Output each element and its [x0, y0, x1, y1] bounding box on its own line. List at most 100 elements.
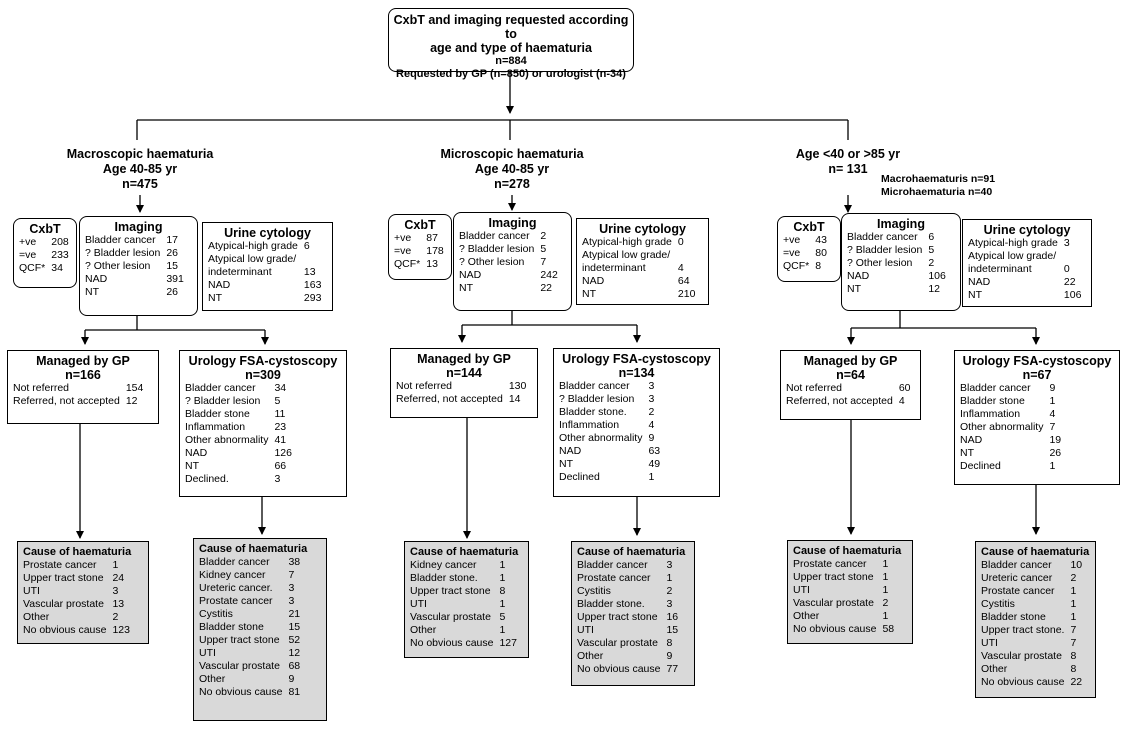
row-label: =ve: [19, 249, 37, 261]
row-value: 7: [1070, 637, 1077, 649]
macro-header-line1: Macroscopic haematuria: [66, 147, 214, 161]
row-label: NT: [960, 447, 974, 459]
row-label: Bladder cancer: [199, 556, 270, 568]
row-value: 26: [166, 247, 178, 259]
row-label: QCF*: [19, 262, 46, 274]
micro-header-line3: n=278: [494, 177, 530, 191]
row-value: 5: [499, 611, 506, 623]
row-value: 126: [274, 447, 292, 459]
row-value: 16: [666, 611, 679, 623]
row-value: 12: [928, 283, 940, 295]
row-label: No obvious cause: [199, 686, 283, 698]
row-label: ? Bladder lesion: [847, 244, 923, 256]
row-label: NT: [582, 288, 596, 300]
row-label: UTI: [410, 598, 427, 610]
box-title: CxbT: [404, 218, 436, 232]
row-value: 8: [815, 260, 822, 272]
row-value: 12: [125, 395, 138, 407]
micro-header-line2: Age 40-85 yr: [474, 162, 550, 176]
row-value: 163: [303, 279, 322, 291]
row-label: Referred, not accepted: [396, 393, 503, 405]
row-value: 1: [666, 572, 673, 584]
row-value: 60: [898, 382, 911, 394]
row-label: NAD: [582, 275, 605, 287]
row-value: 41: [274, 434, 287, 446]
table-row: Atypical low grade/: [208, 253, 321, 266]
row-value: 106: [928, 270, 946, 282]
table-row: Upper tract stone 16: [577, 611, 678, 624]
row-label: Atypical-high grade: [208, 240, 298, 252]
row-value: 1: [1049, 460, 1056, 472]
row-value: 123: [112, 624, 130, 636]
row-value: 87: [426, 232, 438, 244]
row-label: Upper tract stone: [23, 572, 104, 584]
row-value: 2: [882, 597, 889, 609]
row-value: 1: [1070, 585, 1077, 597]
row-label: Upper tract stone: [199, 634, 280, 646]
row-label: Referred, not accepted: [786, 395, 893, 407]
box-subtitle: n=64: [836, 368, 865, 382]
row-value: 1: [499, 559, 506, 571]
box-title: CxbT: [793, 220, 825, 234]
row-value: 2: [112, 611, 119, 623]
row-value: 34: [274, 382, 287, 394]
row-value: 5: [928, 244, 935, 256]
row-label: Vascular prostate: [981, 650, 1062, 662]
row-label: NAD: [968, 276, 991, 288]
table-row: Atypical low grade/: [582, 249, 695, 262]
row-value: 3: [648, 393, 655, 405]
row-label: Upper tract stone: [577, 611, 658, 623]
row-value: 22: [1070, 676, 1083, 688]
row-label: Bladder stone.: [410, 572, 478, 584]
table-row: =ve 233: [19, 249, 69, 262]
row-label: NT: [559, 458, 573, 470]
row-label: Atypical low grade/: [968, 250, 1057, 262]
row-value: 13: [426, 258, 438, 270]
row-value: 2: [928, 257, 935, 269]
row-value: 1: [882, 584, 889, 596]
row-label: Kidney cancer: [410, 559, 477, 571]
row-value: 3: [288, 595, 295, 607]
row-value: 22: [1063, 276, 1076, 288]
table-row: NAD 22: [968, 276, 1081, 289]
row-value: 64: [677, 275, 690, 287]
row-label: Bladder cancer: [960, 382, 1031, 394]
age-header: Age <40 or >85 yr n= 131: [778, 147, 918, 177]
row-value: 233: [51, 249, 69, 261]
row-value: 15: [166, 260, 178, 272]
